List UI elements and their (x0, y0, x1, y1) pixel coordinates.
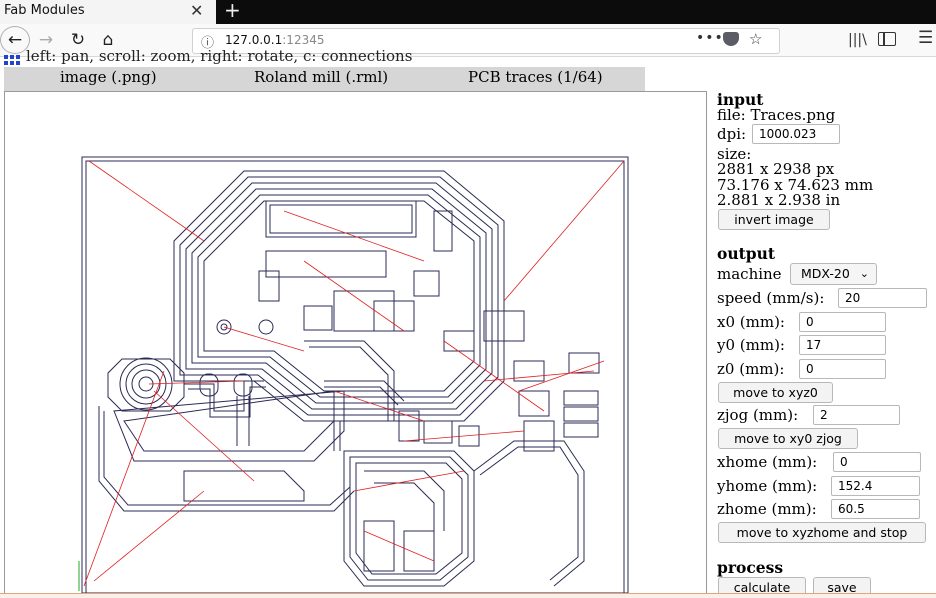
xhome-input[interactable]: 0 (833, 452, 921, 472)
process-heading: process (717, 558, 784, 577)
move-to-xy0-zjog-button[interactable]: move to xy0 zjog (718, 428, 858, 449)
new-tab-icon[interactable]: + (224, 0, 241, 22)
y0-input[interactable]: 17 (799, 335, 886, 355)
xhome-label: xhome (mm): (717, 453, 818, 471)
x0-label: x0 (mm): (717, 313, 785, 331)
yhome-input[interactable]: 152.4 (831, 476, 920, 496)
move-to-xyzhome-button[interactable]: move to xyzhome and stop (718, 522, 926, 543)
help-text: left: pan, scroll: zoom, right: rotate, … (26, 47, 413, 65)
page-actions-icon[interactable]: ••• (696, 30, 724, 46)
dpi-label: dpi: (717, 125, 747, 143)
module-pcb-traces[interactable]: PCB traces (1/64) (468, 68, 603, 86)
url-text: 127.0.0.1:12345 (225, 33, 325, 47)
calculate-button[interactable]: calculate (718, 577, 806, 598)
toolpath-canvas[interactable] (4, 91, 706, 597)
library-icon[interactable]: |||\ (848, 32, 867, 48)
yhome-label: yhome (mm): (717, 477, 818, 495)
pcb-toolpath-drawing (78, 156, 629, 594)
zhome-label: zhome (mm): (717, 500, 817, 518)
machine-select[interactable]: MDX-20 ⌄ (790, 263, 877, 285)
zhome-input[interactable]: 60.5 (831, 499, 920, 519)
save-button[interactable]: save (813, 577, 871, 598)
invert-image-button[interactable]: invert image (718, 209, 830, 230)
size-label: size: (717, 145, 752, 163)
url-bar[interactable]: ⓘ 127.0.0.1:12345 ••• ☆ (192, 28, 780, 54)
tab-close-icon[interactable]: ✕ (190, 1, 204, 20)
control-panel: input file: Traces.png dpi: 1000.023 siz… (717, 88, 936, 598)
speed-input[interactable]: 20 (838, 288, 927, 308)
tab-strip: Fab Modules ✕ + (0, 0, 936, 24)
module-menu-bar: image (.png) Roland mill (.rml) PCB trac… (4, 67, 645, 91)
bookmark-star-icon[interactable]: ☆ (749, 30, 763, 48)
z0-input[interactable]: 0 (799, 359, 886, 379)
navigation-bar: ← → ↻ ⌂ ⓘ 127.0.0.1:12345 ••• ☆ |||\ ☰ (0, 24, 936, 57)
speed-label: speed (mm/s): (717, 289, 825, 307)
dpi-input[interactable]: 1000.023 (752, 124, 840, 144)
module-roland-mill[interactable]: Roland mill (.rml) (254, 68, 389, 86)
hamburger-menu-icon[interactable]: ☰ (918, 28, 934, 48)
tab-title: Fab Modules (4, 3, 85, 18)
home-icon[interactable]: ⌂ (102, 30, 114, 50)
zjog-label: zjog (mm): (717, 406, 799, 424)
input-heading: input (717, 90, 764, 109)
canvas-border-left (4, 91, 5, 597)
canvas-border-top (4, 91, 706, 92)
canvas-border-right (706, 91, 707, 597)
help-grid-icon (4, 55, 20, 66)
forward-arrow-icon[interactable]: → (38, 30, 54, 50)
status-strip (0, 593, 936, 598)
y0-label: y0 (mm): (717, 336, 785, 354)
pocket-icon[interactable] (723, 32, 739, 46)
zjog-input[interactable]: 2 (813, 405, 900, 425)
sidebar-toggle-icon[interactable] (878, 32, 896, 46)
machine-selected-value: MDX-20 (801, 266, 850, 281)
size-px: 2881 x 2938 px (717, 160, 835, 178)
browser-tab[interactable]: Fab Modules ✕ (0, 0, 216, 24)
output-heading: output (717, 244, 776, 263)
module-image-png[interactable]: image (.png) (60, 68, 157, 86)
x0-input[interactable]: 0 (799, 312, 886, 332)
site-info-icon[interactable]: ⓘ (201, 36, 215, 51)
move-to-xyz0-button[interactable]: move to xyz0 (718, 382, 833, 403)
reload-icon[interactable]: ↻ (70, 30, 86, 50)
input-file: file: Traces.png (717, 106, 836, 124)
chevron-down-icon: ⌄ (859, 267, 869, 280)
z0-label: z0 (mm): (717, 360, 785, 378)
size-mm: 73.176 x 74.623 mm (717, 176, 874, 194)
machine-label: machine (717, 265, 782, 283)
back-arrow-icon[interactable]: ← (0, 26, 30, 54)
size-in: 2.881 x 2.938 in (717, 191, 841, 209)
